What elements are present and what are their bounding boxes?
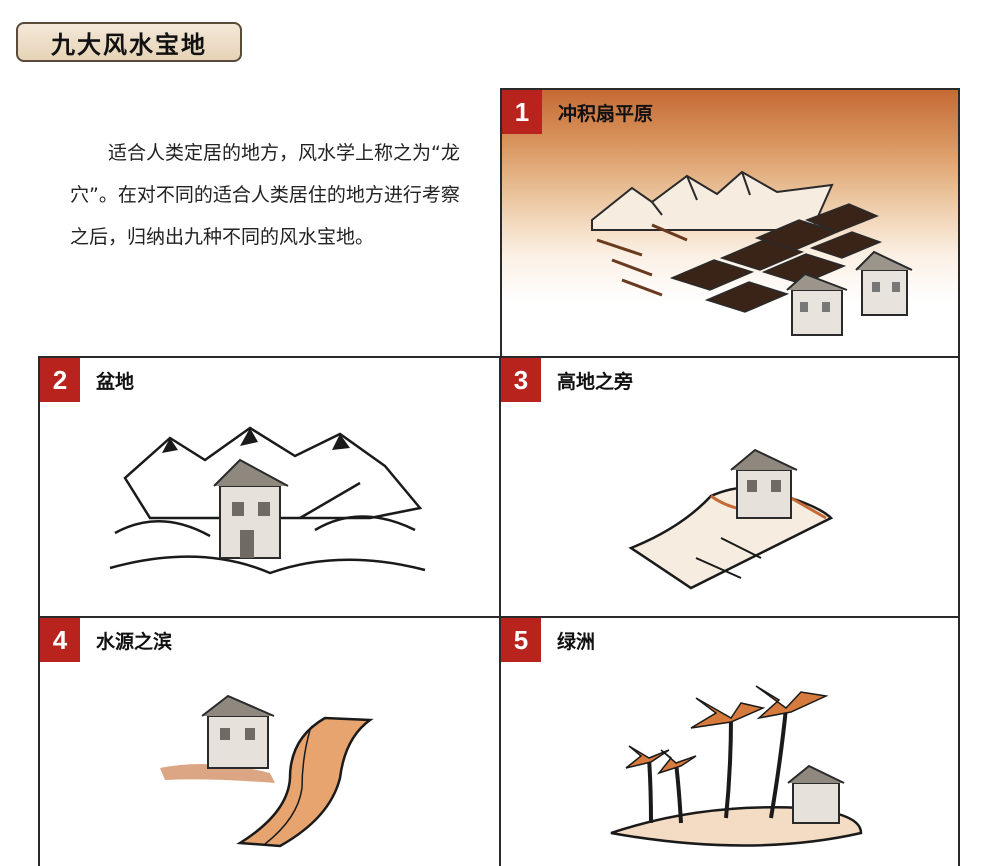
intro-paragraph: 适合人类定居的地方，风水学上称之为“龙穴”。在对不同的适合人类居住的地方进行考察… [70, 142, 460, 248]
panel-label: 绿洲 [557, 631, 596, 653]
highland-illustration [628, 448, 834, 590]
oasis-illustration [610, 685, 863, 847]
panel-waterside: 4 水源之滨 [38, 616, 501, 866]
panel-alluvial-plain: 1 冲积扇平原 [500, 88, 960, 358]
alluvial-plain-illustration [591, 170, 913, 336]
panel-highland-side: 3 高地之旁 [499, 356, 960, 618]
basin-illustration [109, 426, 426, 575]
panel-number-badge: 5 [501, 618, 541, 662]
panel-number-badge: 1 [502, 90, 542, 134]
panel-label: 水源之滨 [96, 631, 173, 653]
section-title: 九大风水宝地 [51, 29, 207, 59]
panel-basin: 2 盆地 [38, 356, 501, 618]
panel-label: 高地之旁 [557, 371, 634, 393]
panel-number-badge: 4 [40, 618, 80, 662]
waterside-illustration [160, 694, 374, 848]
panel-number-badge: 3 [501, 358, 541, 402]
panel-oasis: 5 绿洲 [499, 616, 960, 866]
section-title-box: 九大风水宝地 [16, 22, 242, 62]
panel-label: 盆地 [96, 371, 135, 393]
panel-label: 冲积扇平原 [558, 103, 654, 125]
panel-number-badge: 2 [40, 358, 80, 402]
